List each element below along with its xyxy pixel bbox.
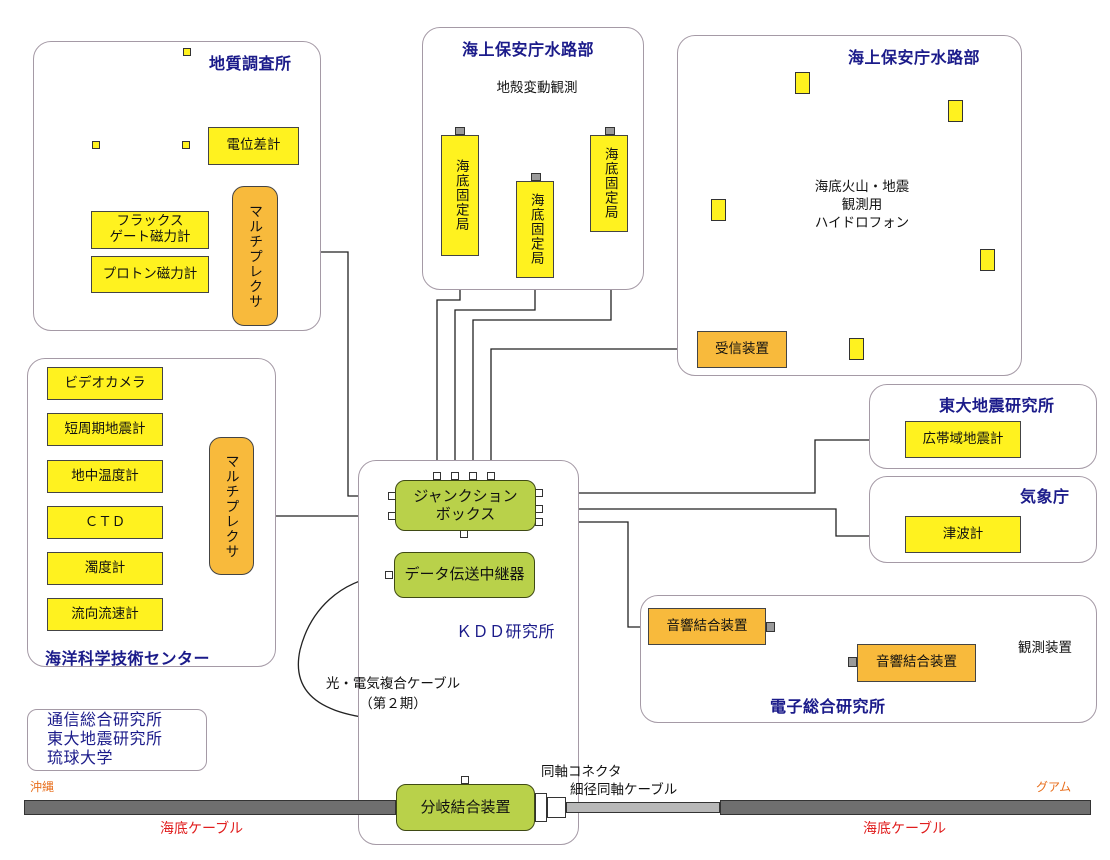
station2-cap <box>531 173 541 181</box>
station1-cap <box>455 127 465 135</box>
electrode-left <box>92 141 100 149</box>
seabed-cable-left <box>24 800 396 815</box>
coax-connector-label: 同軸コネクタ <box>541 764 622 780</box>
eri-title: 東大地震研究所 <box>939 396 1055 415</box>
etl-title: 電子総合研究所 <box>770 697 886 716</box>
region-partners <box>27 709 207 771</box>
coax-connector <box>535 793 547 822</box>
seabed-station-1: 海底固定局 <box>441 135 479 256</box>
junction-port <box>487 472 495 480</box>
junction-box: ジャンクション ボックス <box>395 480 536 531</box>
current-meter: 流向流速計 <box>47 598 163 631</box>
video-camera: ビデオカメラ <box>47 367 163 400</box>
relay-port <box>385 571 393 579</box>
junction-to-eri <box>545 439 905 494</box>
data-relay: データ伝送中継器 <box>394 552 535 598</box>
hydrophone-icon <box>849 338 864 360</box>
gsj-title: 地質調査所 <box>209 54 292 73</box>
proton-magnetometer: プロトン磁力計 <box>91 256 209 293</box>
ground-thermometer: 地中温度計 <box>47 460 163 493</box>
hydro-stations-title: 海上保安庁水路部 <box>462 40 595 59</box>
okinawa-label: 沖縄 <box>30 780 55 794</box>
guam-label: グアム <box>1036 780 1072 794</box>
seabed-station-3: 海底固定局 <box>590 135 628 232</box>
junction-port <box>535 505 543 513</box>
hydrophone-label: 海底火山・地震 観測用 ハイドロフォン <box>814 179 910 232</box>
hydrophone-icon <box>948 100 963 122</box>
kdd-title: ＫＤＤ研究所 <box>456 622 556 641</box>
station2-to-junction <box>454 278 536 472</box>
short-period-seismometer: 短周期地震計 <box>47 413 163 446</box>
potential-meter: 電位差計 <box>208 127 299 165</box>
jamstec-multiplexer: マルチプレクサ <box>209 437 254 575</box>
region-hydro-volcano <box>677 35 1022 376</box>
jamstec-title: 海洋科学技術センター <box>45 649 211 668</box>
acoustic-coupler-2: 音響結合装置 <box>857 644 976 682</box>
branch-port <box>461 776 469 784</box>
junction-port <box>433 472 441 480</box>
hydrophone-icon <box>711 199 726 221</box>
junction-port <box>469 472 477 480</box>
coupler2-cap <box>848 657 857 667</box>
seabed-cable-right-label: 海底ケーブル <box>863 821 947 837</box>
broadband-seismometer: 広帯域地震計 <box>905 421 1021 458</box>
composite-cable-label: 光・電気複合ケーブル （第２期） <box>325 676 461 712</box>
partners-title: 通信総合研究所 東大地震研究所 琉球大学 <box>47 710 163 768</box>
gsj-multiplexer: マルチプレクサ <box>232 186 278 326</box>
coax-connector-end <box>547 797 566 818</box>
seabed-station-2: 海底固定局 <box>516 181 554 278</box>
electrode-mid <box>182 141 190 149</box>
seabed-cable-right <box>720 800 1091 815</box>
seabed-cable-left-label: 海底ケーブル <box>160 821 244 837</box>
junction-port <box>451 472 459 480</box>
station3-cap <box>605 127 615 135</box>
acoustic-coupler-1: 音響結合装置 <box>648 608 766 645</box>
ctd: ＣＴＤ <box>47 506 163 539</box>
junction-port <box>535 489 543 497</box>
branch-coupler: 分岐結合装置 <box>396 784 535 831</box>
fluxgate-magnetometer: フラックス ゲート磁力計 <box>91 211 209 249</box>
thin-coax-cable <box>566 802 720 813</box>
tsunami-meter: 津波計 <box>905 516 1021 553</box>
junction-port <box>535 518 543 526</box>
junction-port <box>460 530 468 538</box>
electrode-top <box>183 48 191 56</box>
jma-title: 気象庁 <box>1020 487 1070 506</box>
thin-coax-label: 細径同軸ケーブル <box>570 782 678 798</box>
coupler1-cap <box>766 622 775 632</box>
receiver-device: 受信装置 <box>697 331 787 368</box>
receiver-to-junction <box>490 348 697 472</box>
junction-to-etl <box>545 521 648 628</box>
hydrophone-icon <box>980 249 995 271</box>
turbidity-meter: 濁度計 <box>47 552 163 585</box>
crust-observation-label: 地殻変動観測 <box>496 80 578 96</box>
observation-device-label: 観測装置 <box>1018 640 1072 656</box>
hydrophone-icon <box>795 72 810 94</box>
hydro-volcano-title: 海上保安庁水路部 <box>848 48 981 67</box>
